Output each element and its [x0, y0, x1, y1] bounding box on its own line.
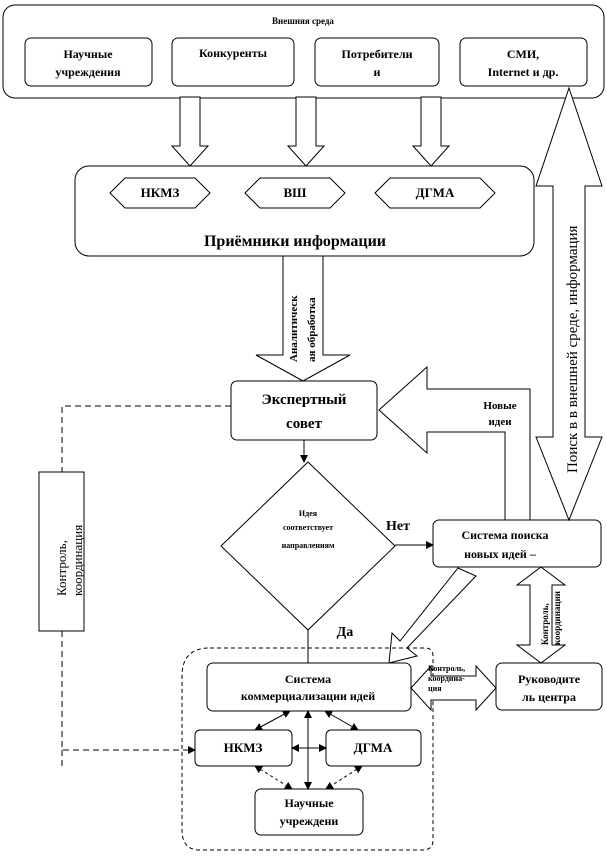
svg-text:соответствует: соответствует	[283, 523, 333, 532]
receivers-title: Приёмники информации	[204, 233, 386, 250]
expert-council: Экспертный совет	[230, 380, 378, 441]
svg-text:НКМЗ: НКМЗ	[141, 185, 180, 200]
mid-control-arrow: Контроль, координа- ция	[410, 664, 497, 712]
svg-text:Контроль,: Контроль,	[428, 664, 465, 673]
arrow-down-1	[170, 96, 210, 167]
svg-text:ДГМА: ДГМА	[416, 185, 455, 200]
svg-text:идеи: идеи	[488, 416, 512, 428]
svg-text:Потребители: Потребители	[342, 47, 413, 61]
arrow-down-3	[411, 96, 451, 167]
hex-vsh	[244, 177, 346, 209]
svg-text:координа-: координа-	[428, 674, 465, 683]
svg-text:ция: ция	[428, 684, 442, 693]
svg-text:Аналитическ: Аналитическ	[288, 295, 300, 362]
svg-text:новых идей –: новых идей –	[464, 547, 537, 561]
hex-dgma	[374, 177, 496, 209]
box-scientific: Научные учреждения	[24, 37, 153, 87]
svg-text:Экспертный: Экспертный	[262, 392, 347, 408]
right-control-arrow: Контроль, координации	[515, 566, 567, 664]
arrow-down-2	[286, 96, 326, 167]
svg-text:Контроль,: Контроль,	[54, 540, 69, 596]
svg-text:ДГМА: ДГМА	[354, 740, 393, 755]
svg-text:Новые: Новые	[483, 400, 516, 412]
hex-nkmz	[109, 177, 211, 209]
svg-text:совет: совет	[286, 416, 323, 432]
commercial-system: Система коммерциализации идей	[206, 662, 412, 712]
svg-text:учреждени: учреждени	[280, 814, 339, 828]
svg-text:учреждения: учреждения	[55, 65, 121, 79]
svg-text:Поиск в в внешней среде, инфор: Поиск в в внешней среде, информация	[565, 225, 581, 473]
svg-text:Руководите: Руководите	[518, 672, 581, 686]
decision-diamond: Идея соответствует направлениям	[220, 461, 396, 631]
svg-text:ль центра: ль центра	[522, 690, 576, 704]
svg-text:НКМЗ: НКМЗ	[224, 740, 263, 755]
left-control-line	[61, 405, 231, 768]
svg-text:Конкуренты: Конкуренты	[199, 46, 268, 60]
yes-label: Да	[337, 625, 354, 640]
bottom-scientific: Научные учреждени	[254, 788, 364, 836]
diagonal-arrow	[388, 567, 477, 664]
svg-text:ая обработка: ая обработка	[306, 297, 318, 362]
external-environment-title: Внешняя среда	[272, 16, 334, 26]
svg-text:Контроль,: Контроль,	[540, 603, 550, 645]
no-label: Нет	[386, 519, 410, 534]
svg-text:коммерциализации идей: коммерциализации идей	[241, 689, 375, 703]
external-environment: Внешняя среда	[2, 4, 605, 99]
svg-text:Internet и др.: Internet и др.	[488, 65, 559, 79]
svg-text:и: и	[374, 65, 381, 79]
head-of-center: Руководите ль центра	[495, 662, 603, 711]
svg-text:Система: Система	[285, 672, 331, 686]
svg-text:направлениям: направлениям	[282, 541, 335, 550]
svg-text:Идея: Идея	[299, 509, 318, 518]
dashed-group	[181, 647, 434, 851]
box-consumers: Потребители и	[314, 37, 440, 87]
left-control-box: Контроль, координация	[38, 471, 85, 632]
svg-text:Научные: Научные	[63, 47, 113, 61]
svg-text:СМИ,: СМИ,	[507, 47, 539, 61]
svg-text:Научные: Научные	[284, 796, 334, 810]
box-competitors: Конкуренты	[171, 37, 295, 87]
svg-text:координации: координации	[552, 591, 562, 645]
svg-text:Система поиска: Система поиска	[461, 528, 548, 542]
arrows-to-receivers	[170, 96, 451, 167]
search-system: Система поиска новых идей –	[432, 519, 602, 568]
svg-text:ВШ: ВШ	[284, 185, 308, 200]
bottom-nkmz: НКМЗ	[194, 729, 293, 767]
svg-text:координация: координация	[70, 525, 85, 596]
search-env-arrow: Поиск в в внешней среде, информация	[535, 86, 603, 522]
inner-connectors	[254, 710, 363, 790]
bottom-dgma: ДГМА	[325, 729, 422, 767]
box-media: СМИ, Internet и др.	[459, 37, 588, 87]
receivers-box: НКМЗ ВШ ДГМА Приёмники информации	[74, 165, 535, 257]
analytic-arrow: Аналитическ ая обработка	[255, 255, 351, 382]
new-ideas-arrow: Новые идеи	[378, 365, 531, 524]
